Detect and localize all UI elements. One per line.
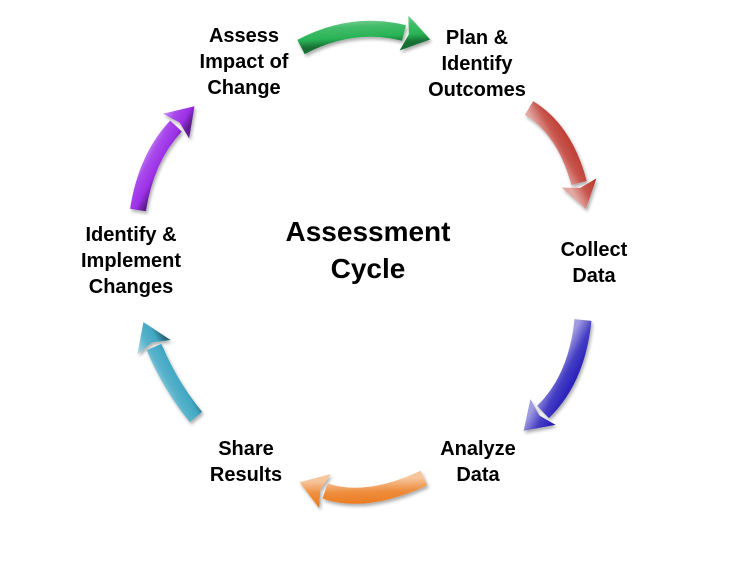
stage-label-assess-impact-of-change: Assess Impact of Change xyxy=(199,25,289,99)
arrow-analyze-to-share-icon xyxy=(299,470,428,509)
diagram-title: Assessment Cycle xyxy=(285,216,451,284)
stage-label-identify-implement-changes: Identify & Implement Changes xyxy=(80,224,182,298)
arrow-identify-to-assess-icon xyxy=(130,106,195,212)
arrow-collect-to-analyze-icon xyxy=(523,319,592,431)
stage-label-share-results: Share Results xyxy=(209,438,283,486)
stage-label-collect-data: Collect Data xyxy=(560,239,628,287)
arrow-assess-to-plan-icon xyxy=(297,15,431,55)
arrow-share-to-identify-icon xyxy=(137,322,203,423)
stage-label-analyze-data: Analyze Data xyxy=(440,438,516,486)
arrow-plan-to-collect-icon xyxy=(524,101,597,210)
stage-label-plan-identify-outcomes: Plan & Identify Outcomes xyxy=(428,27,526,101)
